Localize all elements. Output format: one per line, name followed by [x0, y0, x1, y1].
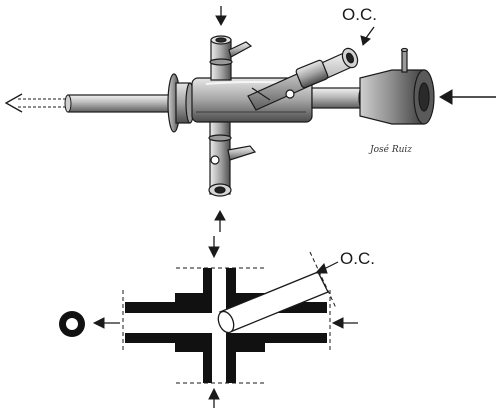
cross-section-schematic: O.C. — [59, 236, 375, 408]
bottom-oc-label: O.C. — [340, 249, 375, 268]
bottom-inflow-arrow — [214, 209, 226, 232]
top-oc-arrow — [360, 26, 375, 46]
rear-drum-housing — [359, 47, 435, 125]
right-inflow-arrow — [439, 89, 496, 105]
section-top-arrow — [208, 236, 220, 259]
sheath-flange — [167, 73, 195, 133]
outflow-arrow-left — [4, 93, 68, 113]
resectoscope-illustration: O.C. José Ruiz — [4, 5, 496, 232]
outer-sheath-tube — [64, 94, 171, 113]
obturator-channel — [247, 47, 359, 111]
section-bottom-arrow — [208, 387, 220, 408]
bottom-stopcock — [208, 121, 257, 197]
section-cut-lines — [122, 251, 337, 384]
top-stopcock — [209, 35, 253, 81]
section-left-arrow — [92, 317, 120, 329]
section-right-arrow — [331, 317, 358, 329]
artist-signature: José Ruiz — [368, 144, 412, 155]
section-oc-tube — [217, 271, 329, 334]
top-inflow-arrow — [215, 6, 227, 27]
end-view-ring — [59, 311, 85, 337]
top-oc-label: O.C. — [342, 5, 377, 24]
rear-tube — [311, 87, 366, 109]
bottom-oc-arrow — [314, 261, 339, 274]
